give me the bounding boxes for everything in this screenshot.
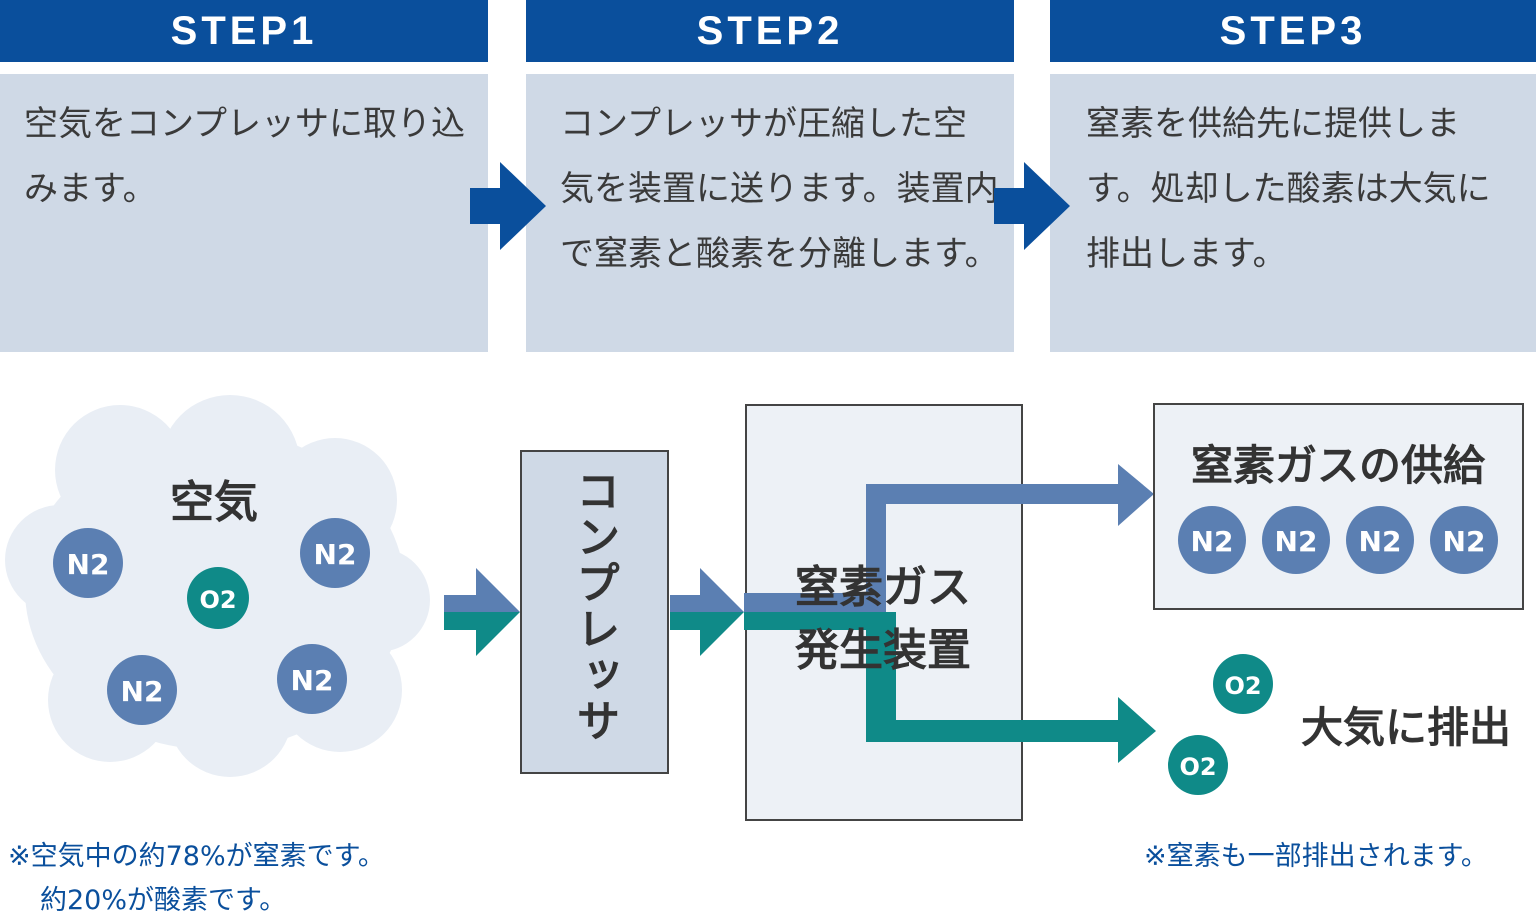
oxygen-flow-path <box>744 612 1156 763</box>
n2-molecule-icon: N2 <box>1262 506 1330 574</box>
step3-header: STEP3 <box>1050 0 1536 62</box>
compressed-flow-nitrogen-arrow-icon <box>670 568 744 612</box>
n2-molecule-icon: N2 <box>1430 506 1498 574</box>
air-composition-note-nitrogen: ※空気中の約78%が窒素です。 <box>8 841 385 872</box>
nitrogen-flow-path <box>744 464 1154 613</box>
generator-label-line1: 窒素ガス <box>795 562 971 613</box>
compressor-label: コンプレッサ <box>569 468 620 744</box>
o2-molecule-icon: O2 <box>1168 735 1228 795</box>
n2-molecule-icon: N2 <box>1178 506 1246 574</box>
o2-molecule-icon: O2 <box>187 567 249 629</box>
o2-molecule-icon: O2 <box>1213 654 1273 714</box>
svg-text:N2: N2 <box>67 548 110 581</box>
step2-header: STEP2 <box>526 0 1014 62</box>
svg-text:N2: N2 <box>1275 525 1318 558</box>
step1-description: 空気をコンプレッサに取り込みます。 <box>0 74 488 352</box>
exhaust-label: 大気に排出 <box>1301 703 1511 752</box>
air-flow-oxygen-arrow-icon <box>444 612 520 656</box>
step3-description: 窒素を供給先に提供します。処却した酸素は大気に排出します。 <box>1050 74 1536 352</box>
n2-molecule-icon: N2 <box>277 644 347 714</box>
compressed-flow-oxygen-arrow-icon <box>670 612 744 656</box>
air-flow-nitrogen-arrow-icon <box>444 568 520 612</box>
step2-to-step3-arrow-icon <box>994 162 1070 250</box>
svg-text:O2: O2 <box>199 586 236 614</box>
air-composition-note-oxygen: 約20%が酸素です。 <box>40 885 287 916</box>
step2-description: コンプレッサが圧縮した空気を装置に送ります。装置内で窒素と酸素を分離します。 <box>526 74 1014 352</box>
n2-molecule-icon: N2 <box>300 518 370 588</box>
n2-molecule-icon: N2 <box>53 528 123 598</box>
nitrogen-supply-label: 窒素ガスの供給 <box>1191 441 1486 490</box>
svg-text:N2: N2 <box>1359 525 1402 558</box>
compressor-box <box>520 450 669 774</box>
svg-text:O2: O2 <box>1179 753 1216 781</box>
generator-label-line2: 発生装置 <box>794 625 971 676</box>
svg-text:N2: N2 <box>291 664 334 697</box>
svg-text:N2: N2 <box>121 675 164 708</box>
step1-to-step2-arrow-icon <box>470 162 546 250</box>
n2-molecule-icon: N2 <box>1346 506 1414 574</box>
step1-header: STEP1 <box>0 0 488 62</box>
svg-text:N2: N2 <box>1191 525 1234 558</box>
svg-text:N2: N2 <box>314 538 357 571</box>
n2-molecule-icon: N2 <box>107 655 177 725</box>
exhaust-note: ※窒素も一部排出されます。 <box>1144 841 1488 872</box>
svg-text:N2: N2 <box>1443 525 1486 558</box>
air-label: 空気 <box>170 477 258 528</box>
svg-text:O2: O2 <box>1224 672 1261 700</box>
